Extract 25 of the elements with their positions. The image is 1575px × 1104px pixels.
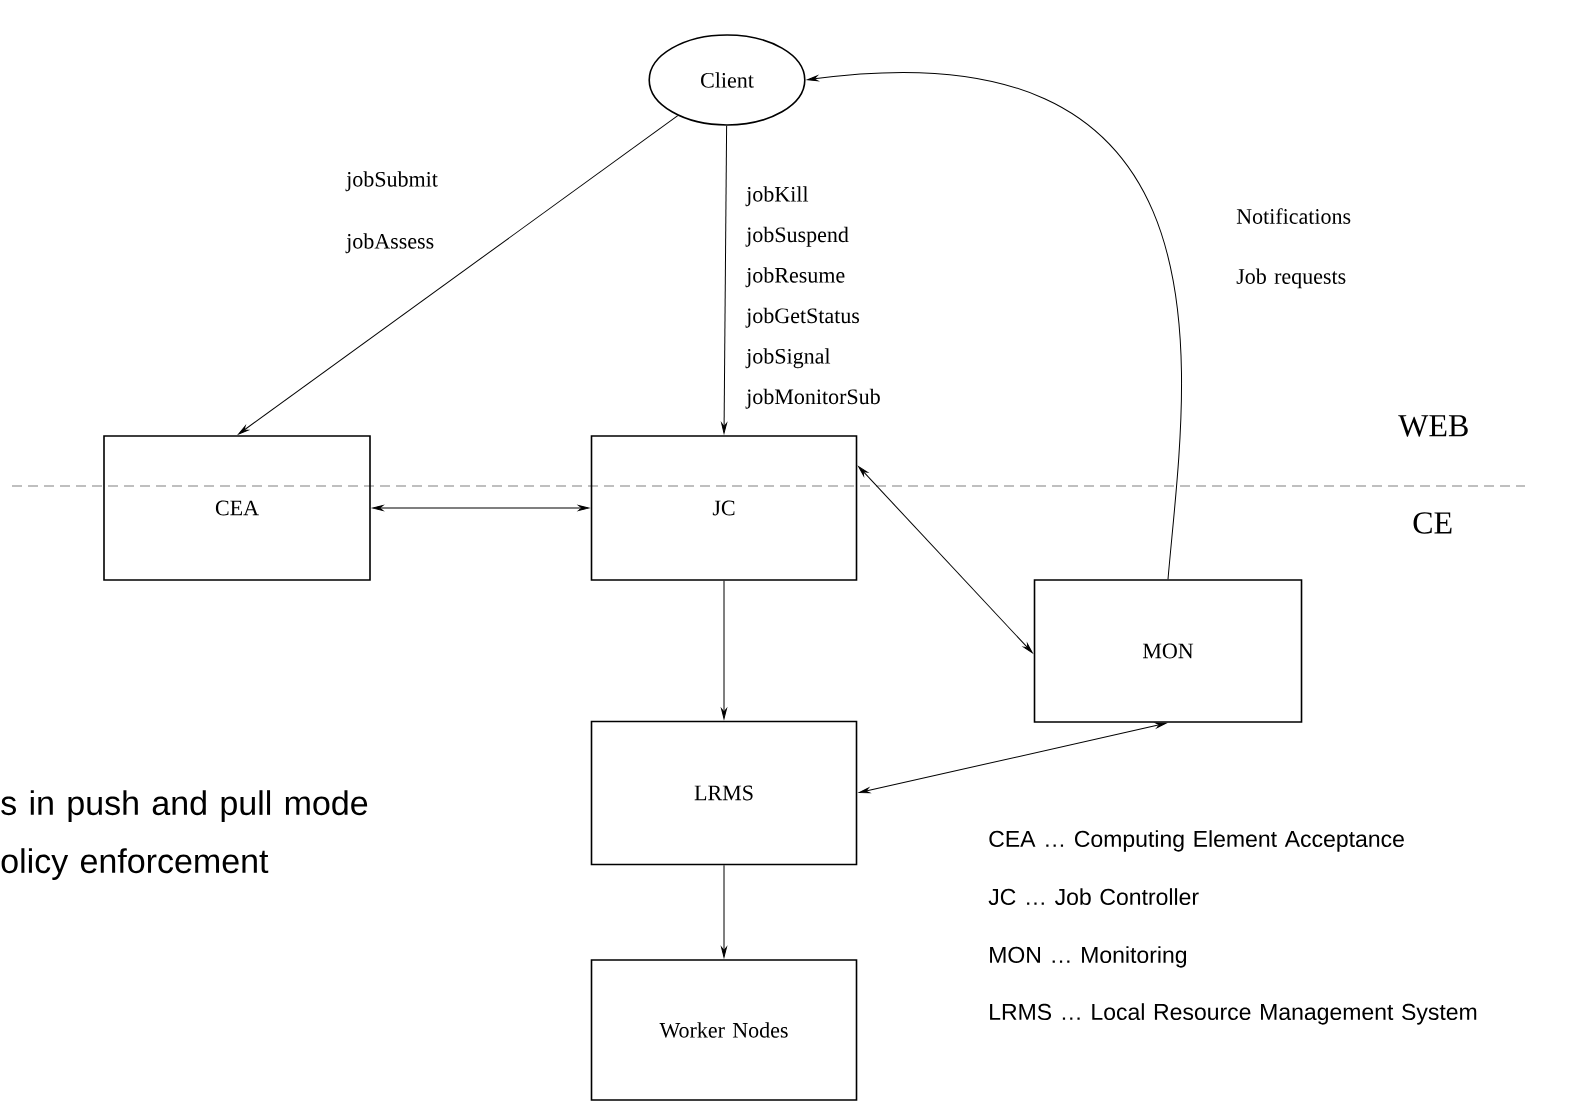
process-box: Worker Nodes <box>590 959 858 1101</box>
process-box: JC <box>590 435 858 581</box>
bullet-text: s in push and pull mode <box>1 790 368 822</box>
legend-text: MON … Monitoring <box>990 946 1187 968</box>
edge-label: jobKill jobSuspend jobResume jobGetStatus jobSignal jobMonitorSub <box>745 186 880 409</box>
bullet-text: olicy enforcement <box>1 848 269 880</box>
process-box: LRMS <box>590 720 858 866</box>
edge-label: jobSubmit jobAssess <box>345 171 438 254</box>
layer-label: CE <box>1413 512 1452 534</box>
arrow <box>721 125 728 434</box>
arrow <box>858 466 1033 654</box>
process-box: CEA <box>103 435 371 581</box>
arrow <box>372 505 590 511</box>
arrow <box>807 72 1182 580</box>
process-box: MON <box>1033 579 1303 723</box>
arrow <box>721 580 727 720</box>
legend-text: JC … Job Controller <box>988 888 1199 906</box>
arrow <box>721 864 727 958</box>
legend-text: CEA … Computing Element Acceptance <box>989 830 1404 852</box>
layer-label: WEB <box>1398 415 1468 437</box>
arrow <box>858 722 1167 794</box>
ellipse-node: Client <box>648 34 806 126</box>
arrow <box>238 115 679 435</box>
edge-label: Notifications Job requests <box>1236 208 1351 289</box>
legend-text: LRMS … Local Resource Management System <box>990 1003 1477 1025</box>
